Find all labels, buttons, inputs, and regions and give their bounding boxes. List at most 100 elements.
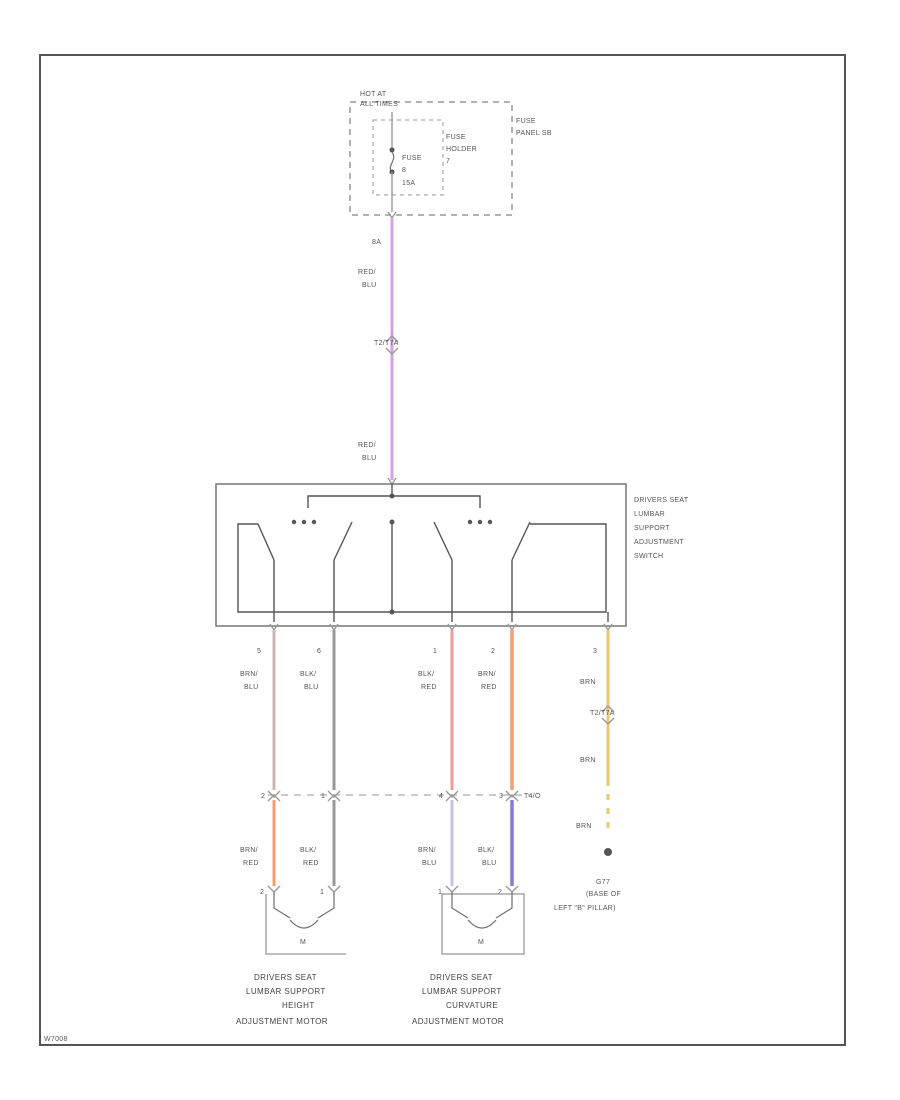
- switch-center-node: [389, 519, 395, 525]
- wire-label-brn-blu-1: BRN/: [240, 671, 258, 678]
- feed-wire-group: RED/ BLU T2/T7A RED/ BLU: [358, 218, 399, 486]
- switch-arm-3: [433, 521, 453, 561]
- switch-arm-4: [511, 521, 531, 561]
- panel-label-1: FUSE: [516, 118, 536, 125]
- switch-top-bus: [307, 495, 481, 508]
- holder-label-3: 7: [446, 158, 450, 165]
- wire-label-blk-blu-1: BLK/: [300, 671, 316, 678]
- fuse-area: HOT AT ALL TIMES FUSE 8 15A FUSE HOLDER …: [349, 91, 552, 246]
- wire-label-blk-red-1: BLK/: [418, 671, 434, 678]
- fuse-label-1: FUSE: [402, 155, 422, 162]
- fuse-holder-box: [372, 119, 444, 196]
- switch-out-arrow: [507, 623, 517, 632]
- switch-arm-2: [333, 521, 353, 561]
- motor1-pin-label: 2: [260, 889, 264, 896]
- switch-out-arrow: [269, 623, 279, 632]
- switch-pin-5: 5: [257, 648, 261, 655]
- ground-label-1: G77: [596, 879, 610, 886]
- mid-connector-pin: [505, 790, 519, 802]
- switch-label-1: DRIVERS SEAT: [634, 497, 689, 504]
- motor2-winding: [467, 919, 497, 929]
- motor2-label-2: LUMBAR SUPPORT: [422, 987, 502, 996]
- contact-dot: [301, 519, 307, 525]
- switch-label-3: SUPPORT: [634, 525, 670, 532]
- lower-label-brn-blu-2: BLU: [422, 860, 437, 867]
- holder-label-2: HOLDER: [446, 146, 477, 153]
- panel-label-2: PANEL SB: [516, 130, 552, 137]
- motor2-label-1: DRIVERS SEAT: [430, 973, 493, 982]
- motor-pin-arrow: [445, 885, 459, 893]
- lower-label-brn-red-1: BRN/: [240, 847, 258, 854]
- ground-wire-label-mid: BRN: [580, 757, 596, 764]
- contact-dot: [487, 519, 493, 525]
- lower-label-brn-red-2: RED: [243, 860, 259, 867]
- switch-feed-node: [389, 493, 395, 499]
- contact-dot: [291, 519, 297, 525]
- mid-pin-label: 3: [499, 793, 503, 800]
- upper-wires: BRN/ BLU BLK/ BLU BLK/ RED BRN/ RED BRN …: [240, 630, 621, 912]
- motor1-lead-right: [317, 892, 335, 919]
- motor2-label-3: CURVATURE: [446, 1001, 498, 1010]
- fuse-element: [389, 151, 395, 173]
- motor2-pin-label: 1: [438, 889, 442, 896]
- motor1-label-3: HEIGHT: [282, 1001, 315, 1010]
- wire-label-blk-red-2: RED: [421, 684, 437, 691]
- motor2-housing: [441, 893, 525, 955]
- ground-inline-connector-label: T2/T7A: [590, 710, 615, 717]
- lumbar-switch: DRIVERS SEAT LUMBAR SUPPORT ADJUSTMENT S…: [215, 483, 689, 655]
- feed-wire-color-top-1: RED/: [358, 269, 376, 276]
- curvature-adjustment-motor: 1 2 M DRIVERS SEAT LUMBAR SUPPORT CURVAT…: [412, 885, 525, 1026]
- wire-label-brn-red-2: RED: [481, 684, 497, 691]
- diagram-frame: [39, 54, 846, 1046]
- lower-label-blk-blu-1: BLK/: [478, 847, 494, 854]
- lower-label-blk-red-1: BLK/: [300, 847, 316, 854]
- motor1-label-4: ADJUSTMENT MOTOR: [236, 1017, 328, 1026]
- feed-wire-color-bottom-1: RED/: [358, 442, 376, 449]
- fuse-label-2: 8: [402, 167, 406, 174]
- mid-connector-name: T4/O: [524, 793, 541, 800]
- switch-out-arrow: [329, 623, 339, 632]
- mid-connector-pin: [327, 790, 341, 802]
- contact-dot: [477, 519, 483, 525]
- mid-connector: 2 1 4 3 T4/O: [261, 790, 541, 802]
- motor1-pin-label: 1: [320, 889, 324, 896]
- ground-label-2: (BASE OF: [586, 891, 621, 898]
- lower-label-blk-blu-2: BLU: [482, 860, 497, 867]
- switch-out-arrow: [603, 623, 613, 632]
- wire-label-blk-blu-2: BLU: [304, 684, 319, 691]
- hot-label-2: ALL TIMES: [360, 101, 398, 108]
- mid-pin-label: 2: [261, 793, 265, 800]
- lower-wires: BRN/ RED BLK/ RED BRN/ BLU BLK/ BLU: [240, 800, 514, 886]
- motor2-symbol: M: [478, 939, 484, 946]
- mid-connector-pin: [267, 790, 281, 802]
- lower-label-brn-blu-1: BRN/: [418, 847, 436, 854]
- feed-inline-connector: [385, 335, 399, 355]
- fuse-pin-label: 8A: [372, 239, 381, 246]
- switch-arm-1: [257, 523, 275, 561]
- mid-connector-pin: [445, 790, 459, 802]
- switch-box: [215, 483, 627, 627]
- wire-label-brn: BRN: [580, 679, 596, 686]
- contact-dot: [467, 519, 473, 525]
- switch-ground-node: [389, 609, 395, 615]
- switch-out-arrow: [447, 623, 457, 632]
- motor2-lead-left: [451, 892, 469, 919]
- motor1-housing: [265, 894, 346, 955]
- motor1-winding: [289, 919, 319, 929]
- wire-label-brn-blu-2: BLU: [244, 684, 259, 691]
- motor2-label-4: ADJUSTMENT MOTOR: [412, 1017, 504, 1026]
- motor-pin-arrow: [327, 885, 341, 893]
- wire-label-brn-red-1: BRN/: [478, 671, 496, 678]
- lower-label-blk-red-2: RED: [303, 860, 319, 867]
- feed-wire-color-bottom-2: BLU: [362, 455, 377, 462]
- fuse-terminal-top: [389, 147, 395, 153]
- switch-ground-bus: [237, 523, 607, 613]
- motor1-lead-left: [273, 892, 291, 919]
- ground-point: [604, 848, 612, 856]
- ground-wire-label-low: BRN: [576, 823, 592, 830]
- motor2-lead-right: [495, 892, 513, 919]
- switch-pin-2: 2: [491, 648, 495, 655]
- fuse-panel-box: [349, 101, 513, 216]
- motor-pin-arrow: [267, 885, 281, 893]
